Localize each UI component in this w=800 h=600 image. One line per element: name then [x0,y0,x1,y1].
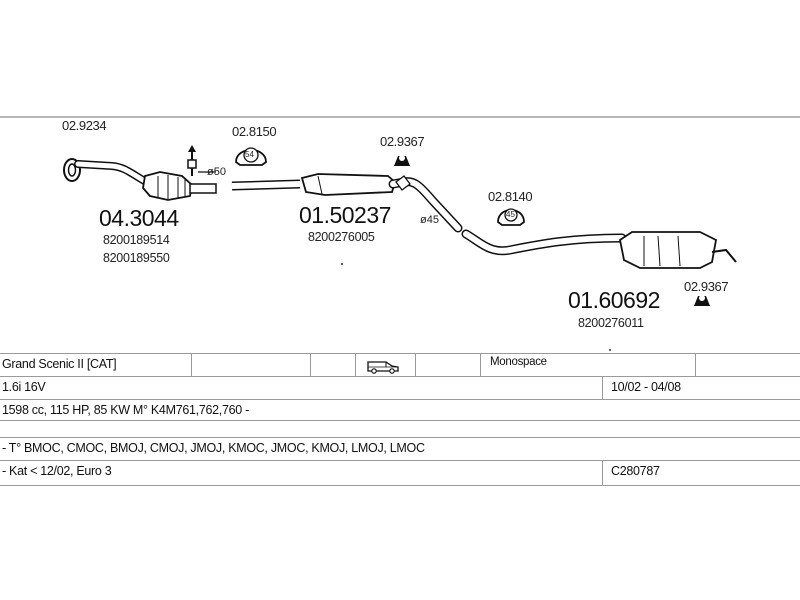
model-name: Grand Scenic II [CAT] [2,357,117,371]
oem-number: 8200189550 [103,251,170,265]
clamp-size-label: 45 [506,210,515,219]
engine-spec: 1598 cc, 115 HP, 85 KW M° K4M761,762,760… [2,403,249,417]
part-ref-label: 02.9367 [380,134,425,149]
kat-note: - Kat < 12/02, Euro 3 [2,464,112,478]
table-divider [0,437,800,438]
lambda-sensor-icon [187,145,216,176]
column-divider [480,353,481,376]
column-divider [191,353,192,376]
clamp-size-label: 54 [245,150,254,159]
column-divider [355,353,356,376]
clamp-icon-45 [497,208,525,226]
oem-number: 8200276011 [578,316,644,330]
oem-number: 8200276005 [308,230,375,244]
oem-number: 8200189514 [103,233,170,247]
table-divider [0,460,800,461]
part-ref-label: 02.9367 [684,279,729,294]
body-type: Monospace [490,356,547,368]
type-codes: - T° BMOC, CMOC, BMOJ, CMOJ, JMOJ, KMOC,… [2,441,425,455]
column-divider [695,353,696,376]
reference-code: C280787 [611,464,660,478]
section-code: 04.3044 [99,205,179,231]
column-divider [415,353,416,376]
van-icon [367,361,399,374]
catalytic-converter-pipe [74,160,217,201]
table-divider [0,485,800,486]
column-divider [602,460,603,485]
rear-silencer-pipe [461,229,737,269]
rubber-mount-icon [694,295,710,306]
middle-silencer-pipe [231,173,463,233]
section-code: 01.60692 [568,287,660,313]
diameter-label: ø45 [420,214,439,226]
production-period: 10/02 - 04/08 [611,380,681,394]
part-ref-label: 02.8140 [488,189,533,204]
table-divider [0,353,800,354]
engine-variant: 1.6i 16V [2,380,46,394]
diameter-label: ø50 [207,166,226,178]
part-ref-label: 02.9234 [62,118,107,133]
table-divider [0,376,800,377]
part-ref-label: 02.8150 [232,124,277,139]
table-divider [0,420,800,421]
column-divider [310,353,311,376]
table-divider [0,399,800,400]
column-divider [602,376,603,399]
rubber-mount-icon [394,155,410,166]
clamp-icon-54 [235,147,267,166]
section-code: 01.50237 [299,202,391,228]
